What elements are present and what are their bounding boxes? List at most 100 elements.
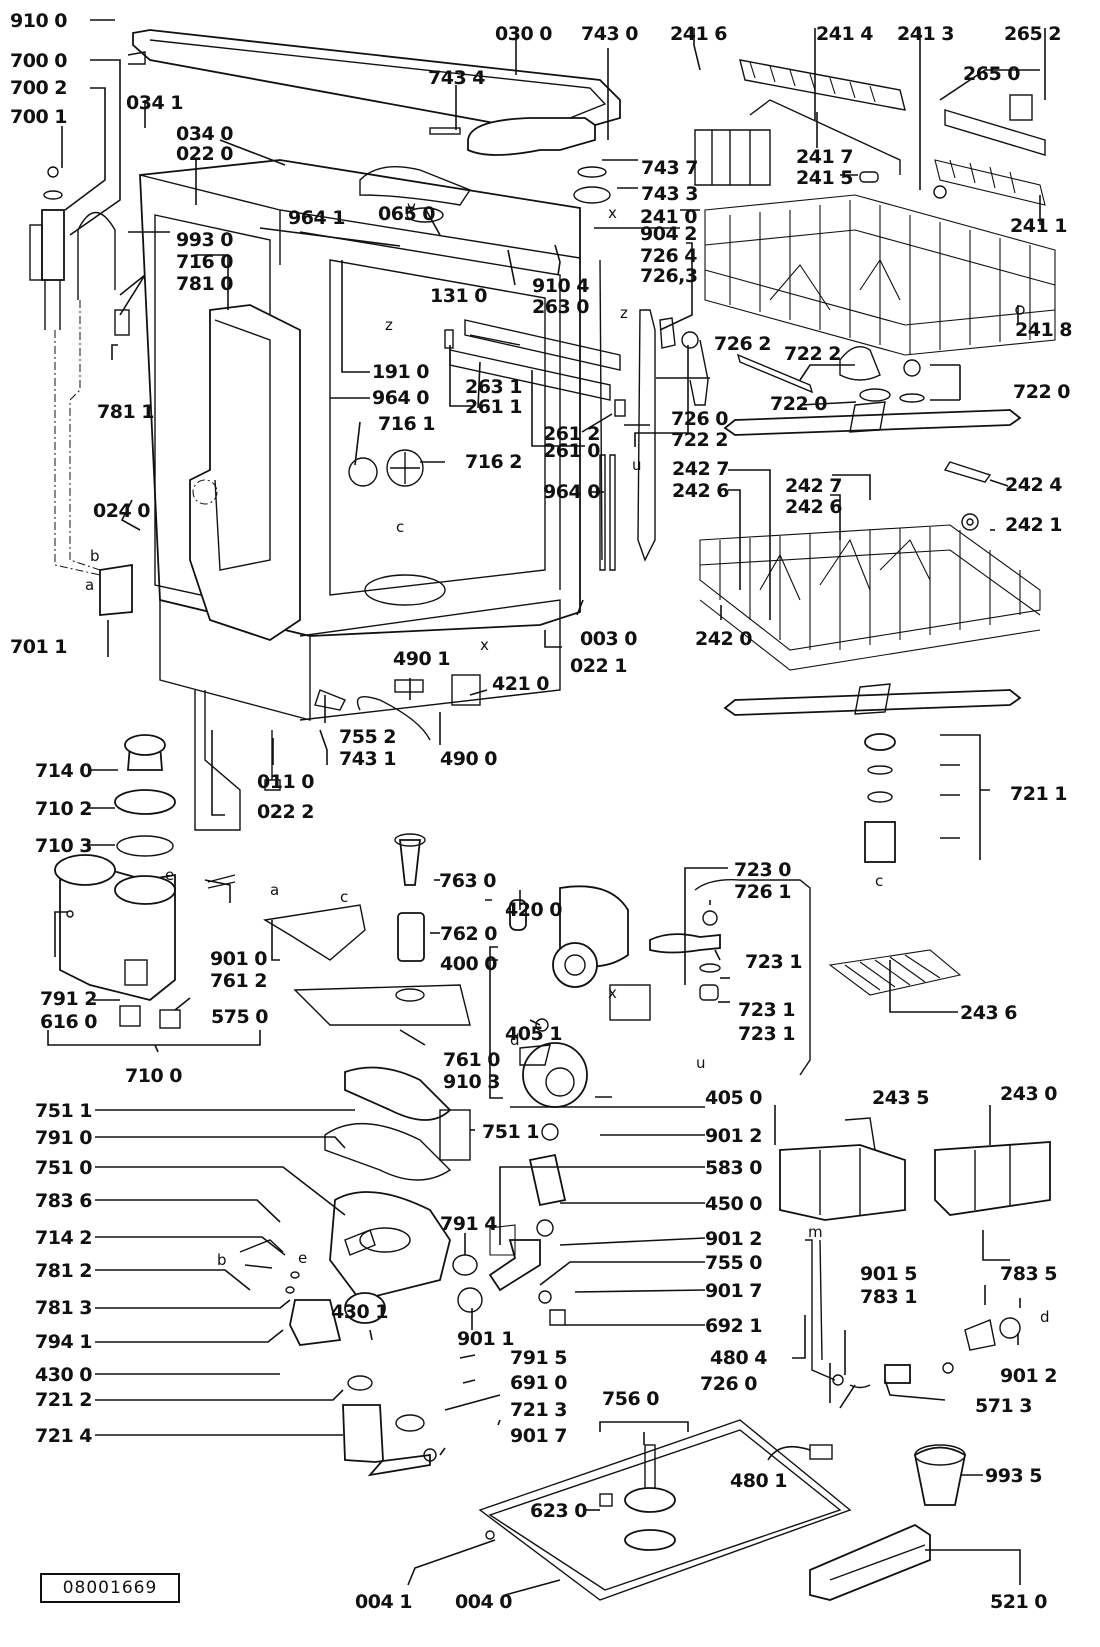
right-door-hinge (599, 259, 709, 571)
part-label: 430 1 (331, 1301, 388, 1323)
part-label: 030 0 (495, 23, 552, 45)
part-label: 700 2 (10, 77, 67, 99)
part-label: 242 6 (785, 496, 842, 518)
part-label: 571 3 (975, 1395, 1032, 1417)
part-label: 722 2 (671, 429, 728, 451)
part-label: 726 4 (640, 245, 697, 267)
part-label: 241 5 (796, 167, 853, 189)
part-label: 265 0 (963, 63, 1020, 85)
part-label: 791 2 (40, 988, 97, 1010)
part-label: 421 0 (492, 673, 549, 695)
connection-markers: a b c z z v x u x c a e c x d u b e m d (85, 198, 1050, 1326)
drawing-number: 08001669 (40, 1573, 180, 1603)
part-label: 710 2 (35, 798, 92, 820)
part-label: 480 4 (710, 1347, 767, 1369)
part-label: 716 2 (465, 451, 522, 473)
part-label: 721 4 (35, 1425, 92, 1447)
part-label: 490 1 (393, 648, 450, 670)
part-label: 022 1 (570, 655, 627, 677)
cutlery-tray (828, 949, 962, 996)
part-label: 781 3 (35, 1297, 92, 1319)
part-label: 726 2 (714, 333, 771, 355)
part-label: 783 1 (860, 1286, 917, 1308)
part-label: 241 4 (816, 23, 873, 45)
part-label: 722 2 (784, 343, 841, 365)
part-label: 964 1 (288, 207, 345, 229)
marker-a: a (270, 881, 279, 899)
part-label: 405 1 (505, 1023, 562, 1045)
marker-m: u (632, 456, 642, 474)
part-label: 901 7 (510, 1425, 567, 1447)
part-label: 901 5 (860, 1263, 917, 1285)
marker-e: e (298, 1249, 307, 1267)
part-label: 743 7 (641, 157, 698, 179)
part-label: 910 3 (443, 1071, 500, 1093)
lower-basket (699, 461, 1041, 671)
upper-basket (704, 194, 1056, 356)
part-label: 726 1 (734, 881, 791, 903)
part-label: 751 0 (35, 1157, 92, 1179)
marker-e: e (165, 866, 174, 884)
cutlery-baskets (779, 1117, 1051, 1221)
marker-x: x (608, 984, 617, 1002)
part-label: 263 1 (465, 376, 522, 398)
water-softener (54, 734, 236, 1029)
part-label: 910 0 (10, 10, 67, 32)
part-label: 022 0 (176, 143, 233, 165)
marker-c: c (396, 518, 404, 536)
part-label: 781 2 (35, 1260, 92, 1282)
leader-lines (47, 19, 1046, 1596)
part-label: 241 7 (796, 146, 853, 168)
part-label: 450 0 (705, 1193, 762, 1215)
part-label: 723 1 (738, 1023, 795, 1045)
part-label: 722 0 (1013, 381, 1070, 403)
part-label: 700 0 (10, 50, 67, 72)
part-label: 242 6 (672, 480, 729, 502)
marker-c: c (875, 872, 883, 890)
part-label: 743 0 (581, 23, 638, 45)
part-label: 616 0 (40, 1011, 97, 1033)
part-label: 756 0 (602, 1388, 659, 1410)
marker-v: x (608, 204, 617, 222)
top-cover-part (127, 29, 621, 136)
part-label: 723 0 (734, 859, 791, 881)
part-label: 901 0 (210, 948, 267, 970)
part-label: 726,3 (640, 265, 698, 287)
part-label: 791 0 (35, 1127, 92, 1149)
part-label: 242 7 (672, 458, 729, 480)
part-label: 004 1 (355, 1591, 412, 1613)
part-label: 743 4 (428, 67, 485, 89)
part-label: 034 1 (126, 92, 183, 114)
part-label: 400 0 (440, 953, 497, 975)
part-label: 964 0 (543, 481, 600, 503)
funnel-and-panel (809, 1444, 967, 1601)
part-label: 721 2 (35, 1389, 92, 1411)
part-label: 700 1 (10, 106, 67, 128)
part-label: 243 5 (872, 1087, 929, 1109)
part-label: 011 0 (257, 771, 314, 793)
marker-u: u (696, 1054, 706, 1072)
lower-spray-arm-assembly (723, 683, 1022, 863)
part-label: 692 1 (705, 1315, 762, 1337)
part-label: 521 0 (990, 1591, 1047, 1613)
filter-and-sump (262, 833, 471, 1302)
upper-spray-arm (723, 346, 1022, 436)
part-label: 781 1 (97, 401, 154, 423)
part-label: 716 1 (378, 413, 435, 435)
marker-d: d (510, 1031, 520, 1049)
part-label: 243 6 (960, 1002, 1017, 1024)
part-label: 791 5 (510, 1347, 567, 1369)
drain-pump (239, 1229, 437, 1477)
part-label: 265 2 (1004, 23, 1061, 45)
base-plate (478, 1419, 852, 1601)
part-label: 901 7 (705, 1280, 762, 1302)
part-label: 241 0 (640, 206, 697, 228)
part-label: 714 2 (35, 1227, 92, 1249)
marker-u: v (407, 198, 416, 216)
part-label: 022 2 (257, 801, 314, 823)
part-label: 910 4 (532, 275, 589, 297)
part-label: 714 0 (35, 760, 92, 782)
part-label: 783 6 (35, 1190, 92, 1212)
part-label: 726 0 (671, 408, 728, 430)
